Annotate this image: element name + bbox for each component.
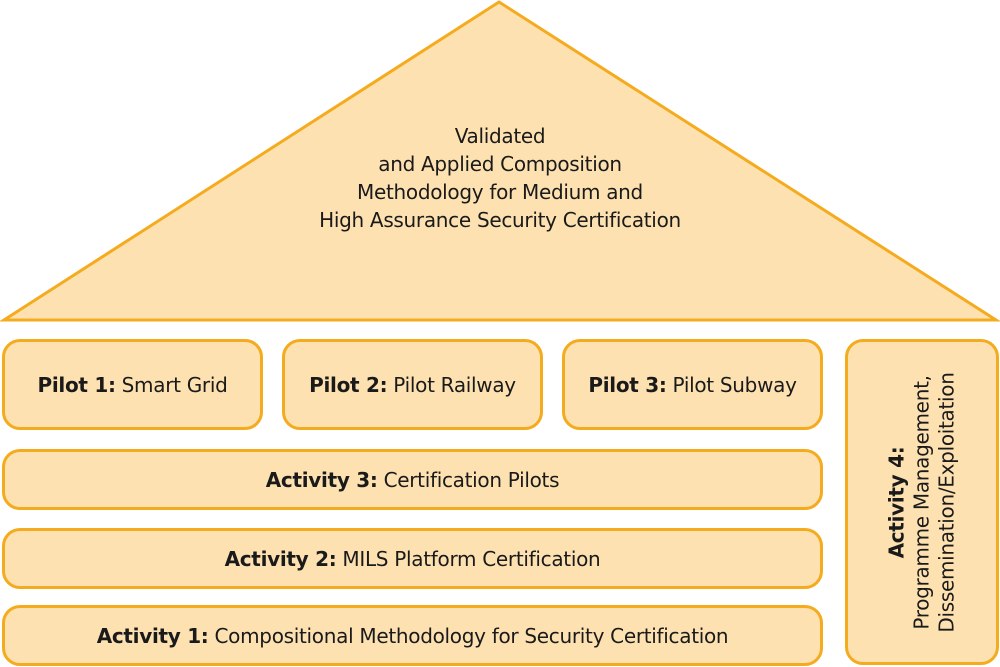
activity-2-text: MILS Platform Certification — [342, 546, 601, 571]
activity-3-label: Activity 3: — [265, 467, 378, 492]
activity-4-line: Programme Management, — [909, 374, 934, 630]
activity-1-text: Compositional Methodology for Security C… — [214, 623, 729, 648]
roof-goal-text: Validated and Applied Composition Method… — [250, 122, 750, 234]
roof-triangle — [0, 0, 1000, 322]
roof-line: High Assurance Security Certification — [319, 208, 681, 232]
pilot-2-box: Pilot 2: Pilot Railway — [282, 339, 543, 430]
activity-4-vertical-text: Activity 4: Programme Management, Dissem… — [885, 372, 960, 632]
roof-shape — [0, 0, 1000, 322]
activity-1-label: Activity 1: — [96, 623, 209, 648]
activity-4-label: Activity 4: — [884, 446, 909, 558]
activity-1-box: Activity 1: Compositional Methodology fo… — [2, 605, 823, 666]
activity-4-line: Dissemination/Exploitation — [934, 371, 959, 633]
pilot-3-box: Pilot 3: Pilot Subway — [562, 339, 823, 430]
activity-3-text: Certification Pilots — [383, 467, 560, 492]
activity-2-label: Activity 2: — [224, 546, 337, 571]
roof-line: and Applied Composition — [378, 152, 622, 176]
roof-line: Validated — [454, 124, 546, 148]
pilot-2-text: Pilot Railway — [393, 372, 516, 397]
activity-4-box: Activity 4: Programme Management, Dissem… — [845, 339, 999, 665]
roof-line: Methodology for Medium and — [357, 180, 643, 204]
pilot-3-text: Pilot Subway — [672, 372, 797, 397]
pilot-3-label: Pilot 3: — [588, 372, 667, 397]
pilot-1-label: Pilot 1: — [37, 372, 116, 397]
pilot-2-label: Pilot 2: — [309, 372, 388, 397]
pilot-1-text: Smart Grid — [121, 372, 228, 397]
pilot-1-box: Pilot 1: Smart Grid — [2, 339, 263, 430]
activity-3-box: Activity 3: Certification Pilots — [2, 449, 823, 510]
activity-2-box: Activity 2: MILS Platform Certification — [2, 528, 823, 589]
